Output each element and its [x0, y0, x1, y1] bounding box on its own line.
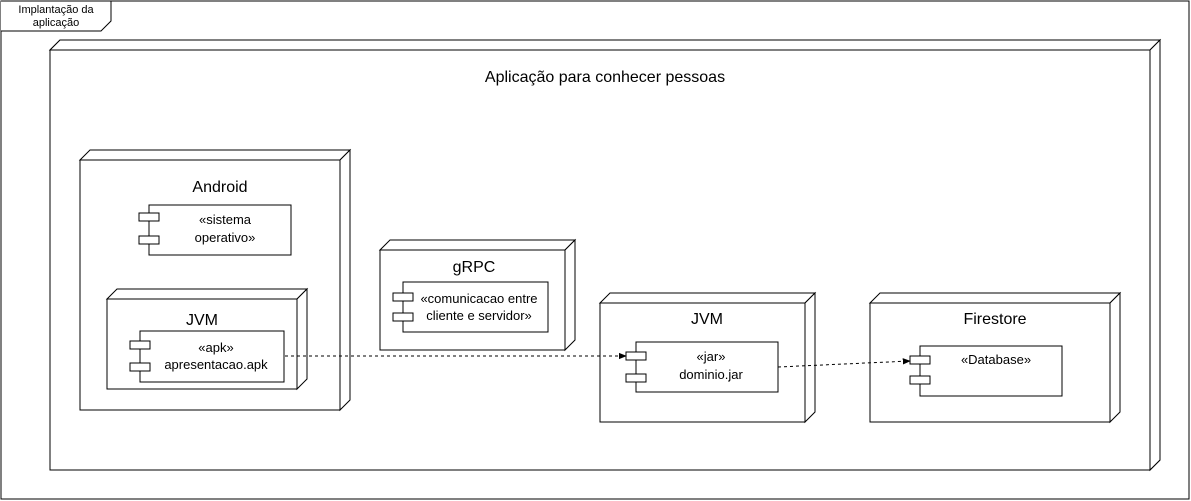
- jar-component-line1: «jar»: [697, 349, 726, 364]
- android-jvm-title: JVM: [186, 312, 218, 329]
- jar-component-line2: dominio.jar: [679, 367, 743, 382]
- apk-component-line1: «apk»: [198, 340, 233, 355]
- database-component-line1: «Database»: [961, 352, 1031, 367]
- firestore-title: Firestore: [963, 311, 1026, 328]
- os-component-line1: «sistema: [199, 212, 252, 227]
- database-component[interactable]: «Database»: [909, 345, 1063, 397]
- grpc-title: gRPC: [453, 259, 496, 276]
- apk-component[interactable]: «apk» apresentacao.apk: [129, 330, 285, 383]
- jar-component[interactable]: «jar» dominio.jar: [625, 341, 779, 393]
- grpc-component-line2: cliente e servidor»: [426, 308, 532, 323]
- grpc-component-line1: «comunicacao entre: [420, 291, 537, 306]
- os-component-line2: operativo»: [195, 230, 256, 245]
- android-title: Android: [192, 179, 247, 196]
- server-jvm-title: JVM: [691, 311, 723, 328]
- frame-title-line2: aplicação: [33, 17, 79, 29]
- grpc-component[interactable]: «comunicacao entre cliente e servidor»: [392, 281, 549, 333]
- jar-to-database-dependency: [777, 358, 911, 368]
- apk-component-line2: apresentacao.apk: [164, 357, 268, 372]
- system-title: Aplicação para conhecer pessoas: [485, 69, 725, 86]
- frame-title-line1: Implantação da: [18, 4, 94, 16]
- os-component[interactable]: «sistema operativo»: [138, 204, 292, 256]
